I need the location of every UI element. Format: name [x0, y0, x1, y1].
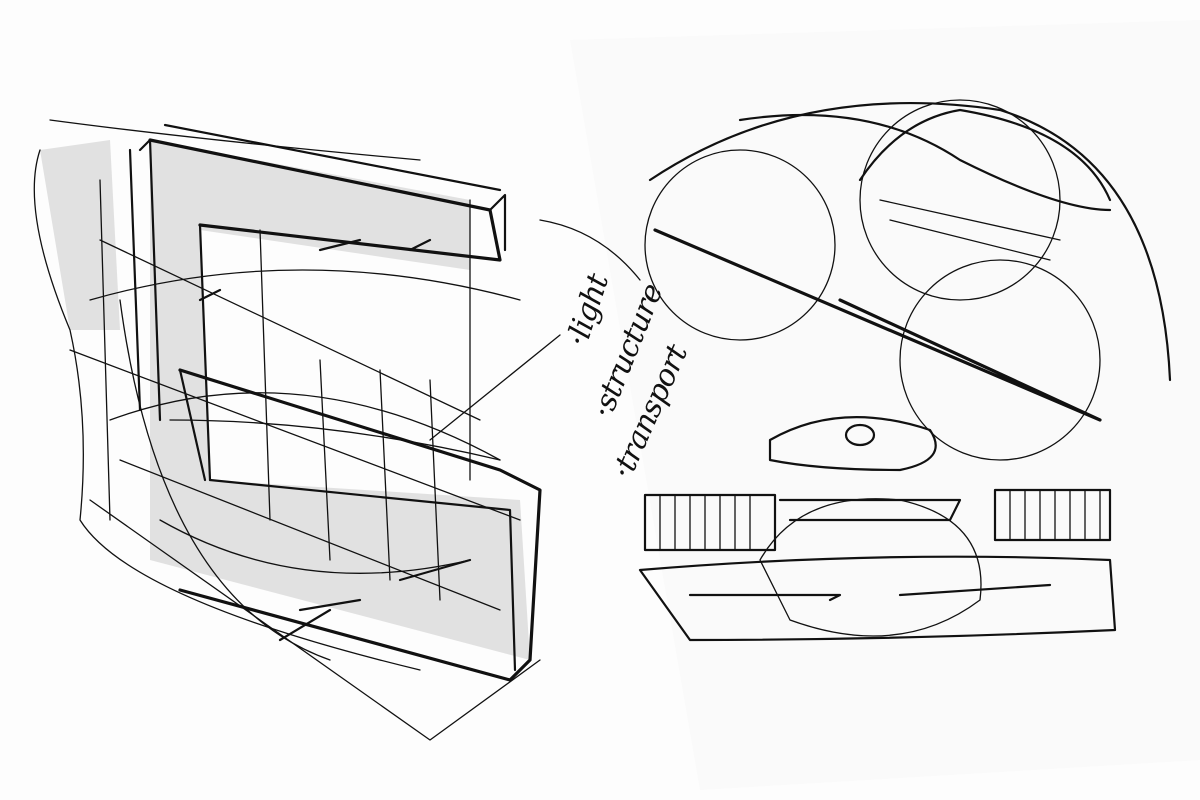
leader-line: [429, 334, 561, 441]
frame-sketch: [33, 119, 542, 741]
side-shading: [40, 140, 120, 330]
paper-sheet: [570, 20, 1200, 790]
frame-shading: [150, 140, 530, 660]
pavilion-sketch: [638, 99, 1172, 642]
leader-line-2: [539, 219, 641, 281]
